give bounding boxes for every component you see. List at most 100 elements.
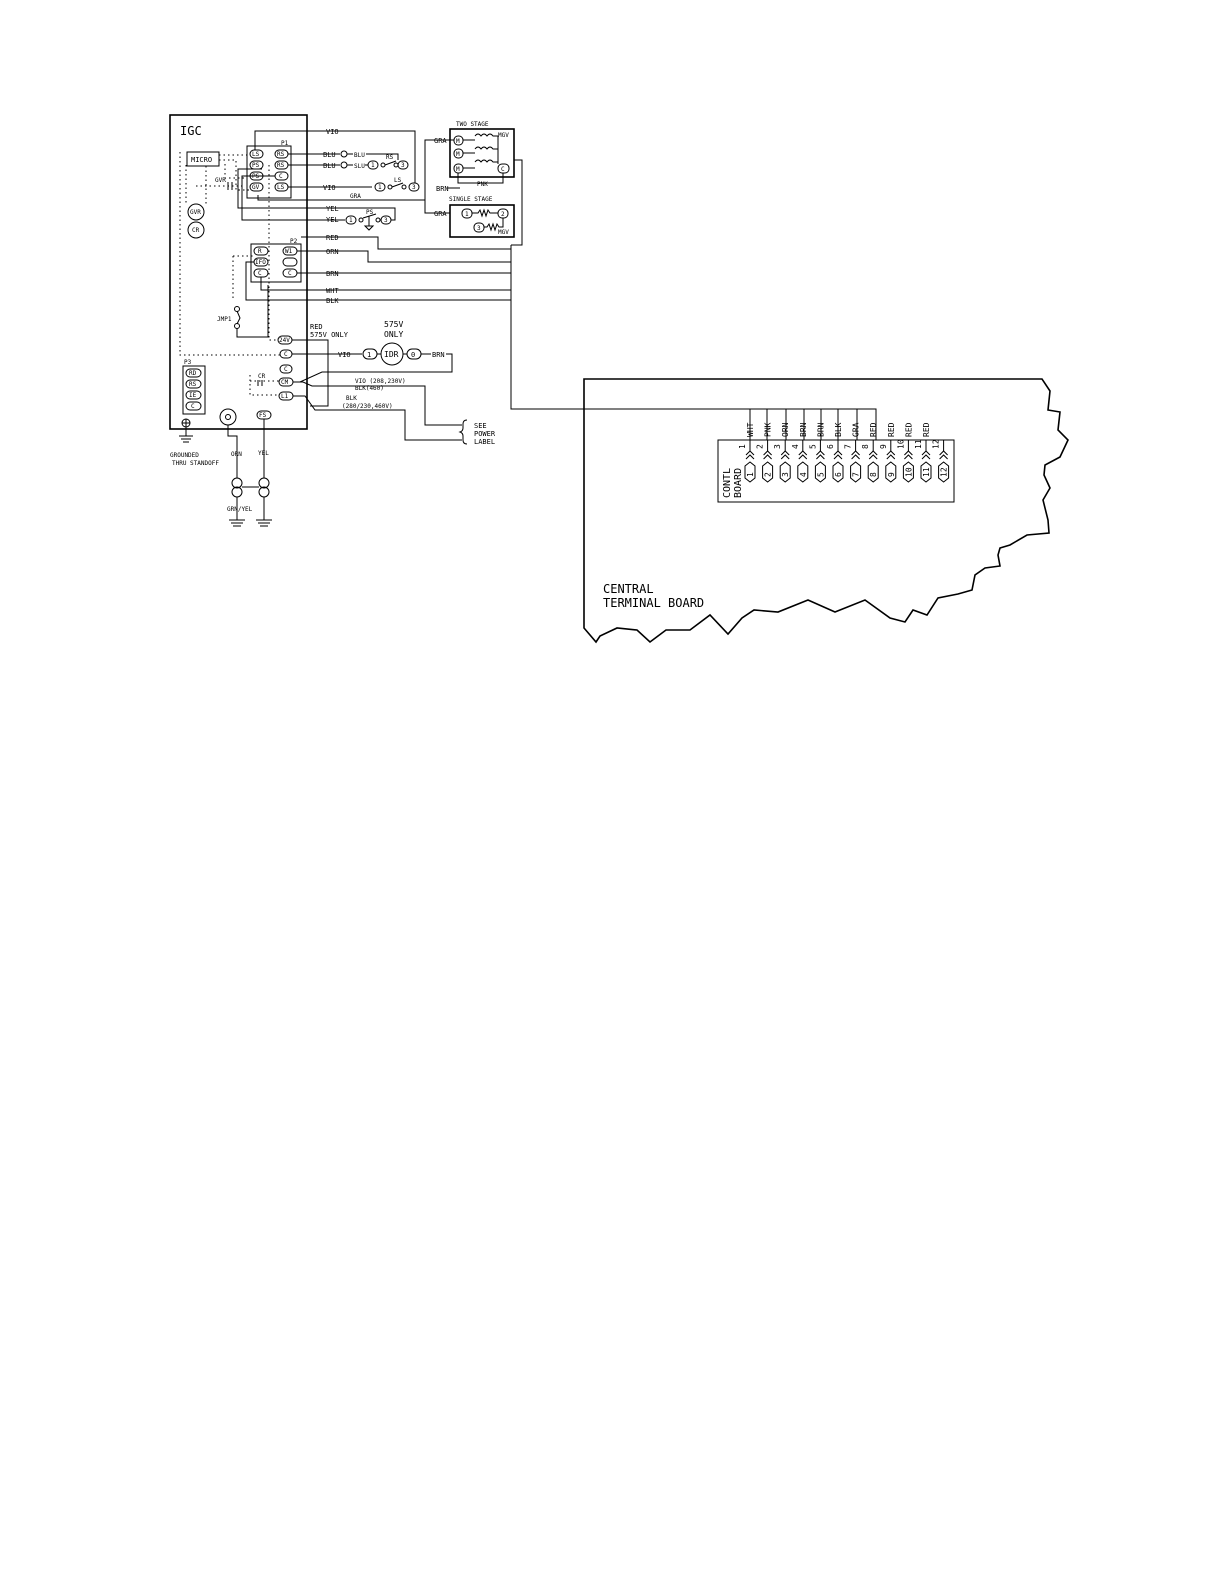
wire-label: BLK	[346, 395, 357, 402]
p1-pin	[249, 149, 264, 159]
p1-pin-label: GV	[252, 184, 260, 191]
p1-pin-label: LS	[277, 184, 285, 191]
pressure-switch: 1 PS 3	[345, 207, 396, 231]
p2-connector	[250, 243, 302, 283]
p1-pin-label: RS	[277, 162, 285, 169]
gvr-contact-label: GVR	[215, 177, 226, 184]
igniter-flame-leads: ORN YEL GRN/YEL	[227, 419, 272, 527]
wire-label: PNK	[477, 181, 488, 188]
two-stage-label: TWO STAGE	[456, 121, 489, 128]
terminal-pin-index: 7	[844, 444, 853, 449]
idr-label: IDR	[384, 350, 399, 359]
terminal-wire-label: BRN	[816, 422, 825, 437]
svg-text:M: M	[456, 138, 460, 145]
idr-top-label: ONLY	[384, 330, 403, 339]
wire-label: VIO (208,230V)	[355, 378, 406, 385]
terminal-chevron	[780, 450, 790, 460]
terminal-pin-number: 2	[764, 472, 773, 477]
terminal-pin-index: 4	[791, 444, 800, 449]
svg-text:1: 1	[465, 211, 469, 218]
svg-text:1: 1	[371, 162, 375, 169]
terminal-hex	[850, 461, 862, 483]
terminal-c-label: C	[284, 366, 288, 373]
cr-label: CR	[192, 227, 200, 234]
wire-label: RED	[326, 234, 339, 242]
terminal-hex	[867, 461, 879, 483]
micro-label: MICRO	[191, 156, 212, 164]
see-power-label: LABEL	[474, 438, 495, 446]
igc-board: IGC MICRO GVR CR GVR P1 LS PS	[169, 114, 308, 430]
contl-board-label: CONTL	[722, 468, 733, 498]
dotted-trace-left	[179, 152, 283, 356]
jmp1-label: JMP1	[217, 316, 232, 323]
terminal-pin-number: 11	[922, 467, 931, 477]
terminal-chevron	[939, 450, 948, 460]
terminal-pin-index: 12	[932, 439, 941, 449]
svg-text:C: C	[501, 166, 505, 173]
terminal-pin-number: 6	[834, 472, 843, 477]
see-power-label: SEE	[474, 422, 487, 430]
limit-switch: 1 LS 3	[374, 177, 420, 192]
mgv-label: MGV	[498, 132, 509, 139]
terminal-l1-label: L1	[281, 393, 289, 400]
wire-label: WHT	[326, 287, 339, 295]
wire-blk	[245, 261, 511, 301]
terminal-wire-label: GRA	[852, 422, 861, 437]
switch-label: LS	[394, 177, 402, 184]
terminal-pin-number: 4	[799, 472, 808, 477]
p3-pin-label: C	[191, 403, 195, 410]
ground-symbol: GROUNDED THRU STANDOFF	[170, 418, 219, 467]
p2-pin-label: W1	[285, 248, 293, 255]
single-stage-label: SINGLE STAGE	[449, 196, 493, 203]
terminal-pin-number: 5	[816, 472, 825, 477]
wire-label: BRN	[326, 270, 339, 278]
idr-section: RED 575V ONLY 575V ONLY VIO 1 IDR 0 BRN …	[292, 320, 496, 446]
terminal-pin-number: 3	[781, 472, 790, 477]
p1-pin-label: PS	[252, 162, 260, 169]
svg-text:M: M	[456, 166, 460, 173]
wire-label: 575V ONLY	[310, 331, 349, 339]
terminal-pin-number: 8	[869, 472, 878, 477]
central-terminal-board: CONTL BOARD 11WHT22PNK33ORN44BRN55BRN66B…	[583, 378, 1069, 644]
terminal-chevron	[886, 450, 896, 460]
terminal-pin-index: 3	[773, 444, 782, 449]
svg-text:1: 1	[367, 351, 371, 359]
terminal-chevron	[868, 450, 878, 460]
p3-pin	[185, 368, 202, 378]
terminal-wire-label: PNK	[764, 422, 773, 437]
wire-label: BLK	[326, 297, 339, 305]
switch-label: RS	[386, 154, 394, 161]
terminal-chevron	[745, 450, 755, 460]
terminal-wire-label: BLK	[834, 422, 843, 437]
single-stage-valve	[449, 204, 515, 238]
terminal-pin-number: 1	[746, 472, 755, 477]
terminal-pin-index: 1	[738, 444, 747, 449]
p3-label: P3	[184, 359, 192, 366]
cr-contact-label: CR	[258, 373, 266, 380]
terminal-hex	[938, 461, 950, 483]
wire-label: RED	[310, 323, 323, 331]
p3-pin	[185, 401, 202, 411]
p1-left-pins: LS PS PS GV	[249, 149, 264, 192]
wire-label: VIO	[323, 184, 336, 192]
terminal-chevron	[851, 450, 860, 460]
svg-text:M: M	[456, 151, 460, 158]
svg-text:2: 2	[501, 211, 505, 218]
terminal-chevron	[816, 450, 825, 460]
gas-valves: TWO STAGE MGV M M M C GRA PNK BRN SINGLE…	[424, 121, 523, 246]
wire-label: YEL	[326, 216, 339, 224]
idr-top-label: 575V	[384, 320, 403, 329]
switch-label: PS	[366, 209, 374, 216]
gvr-label: GVR	[190, 209, 201, 216]
jmp1-terminal	[234, 323, 240, 329]
p2-pin-label: C	[288, 270, 292, 277]
terminal-hex	[814, 461, 826, 483]
wire-label: GRA	[434, 210, 447, 218]
